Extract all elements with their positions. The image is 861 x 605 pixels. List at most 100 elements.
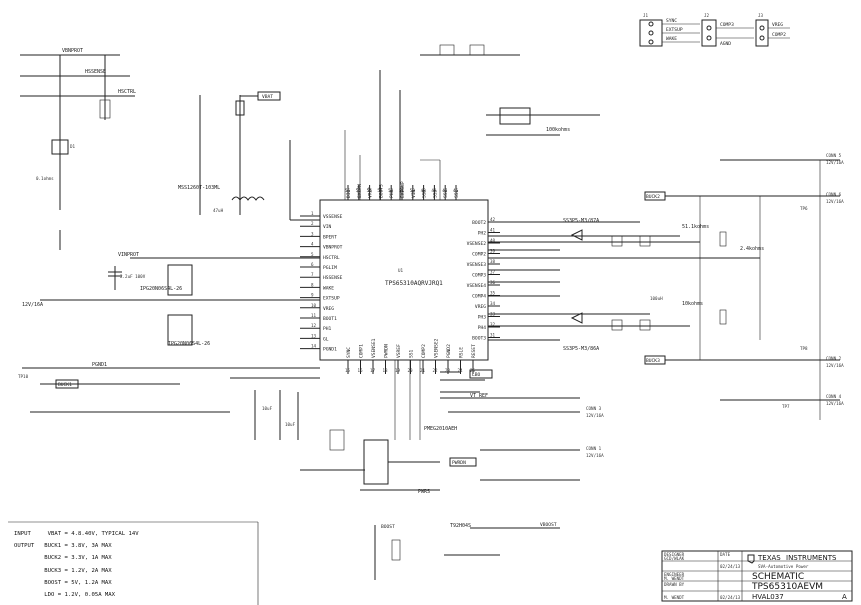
tp7-label: TP7 [782,404,790,409]
ic-pin-left-label: HSSENSE [323,275,343,281]
ic-pin-top-number: 54 [367,188,373,193]
ic-refdes: U1 [398,268,404,273]
ic-pin-right-label: COMP2 [472,252,486,258]
ic-pin-left-label: PGND1 [323,347,337,353]
ic-pin-bottom-label: PGND2 [446,344,452,358]
input-section: VBNPROT HSSENSE HSCTRL D1 0.1ohms VINPRO… [18,48,320,413]
net-hsctrl-top: HSCTRL [118,89,136,95]
r-51k-val: 51.1kohms [682,224,709,230]
d-buck-part: SS3P5-M3/87A [563,218,599,224]
top-inductor-box [499,107,531,125]
ic-pin-left-number: 9 [311,293,314,298]
ic-pin-left-number: 4 [311,242,314,247]
net-pwrs: PWRS [418,489,430,495]
net-buck1-flag [55,379,79,389]
ic-u1-body [319,199,489,361]
conn1-label: CONN 1 [586,446,602,451]
tb-engineer-lbl: ENGINEER [664,572,685,577]
ic-pin-top-number: 56 [345,188,351,193]
conn3-label: CONN 3 [586,406,602,411]
mosfet-b-part: IPG20N06S4L-26 [140,286,182,292]
ti-logo-icon [747,554,755,564]
ic-pin-left-number: 14 [311,344,317,349]
jumper-j3 [755,19,769,47]
notes-ldo: LDO = 1.2V, 0.05A MAX [14,592,116,599]
pmeg-part: PMEG2010AEH [424,426,457,432]
jumper-block: J1 J2 J3 SYNC EXTSUP WAKE COMP3 AGND VRE… [639,13,790,47]
tb-company-a: TEXAS [757,554,781,562]
tb-drawn: M. WENDT [664,595,685,600]
notes-boost: BOOST = 5V, 1.2A MAX [14,579,112,586]
ic-pin-bottom-label: RESET [471,344,477,358]
l-main-val: 47uH [213,208,224,213]
ic-pin-right-label: COMP4 [472,294,486,300]
ic-pin-left-label: EXTSUP [323,296,340,302]
notes-input: INPUT VBAT = 4.8.40V, TYPICAL 14V [14,531,139,537]
xfmr-part: T92H04S [450,523,471,529]
jumper-label-sync: SYNC [666,18,677,24]
ic-pin-bottom-label: VSENSE1 [371,338,377,358]
compensation-network: 10uF 10uF PMEG2010AEH PWRS PWRDN BOOST T… [230,377,560,580]
ic-pin-left-label: PH1 [323,326,332,332]
conn5-label: CONN 5 [826,153,842,158]
d-schottky [363,439,389,485]
ic-pin-right-label: VSENSE4 [467,283,487,289]
tp8-label: TP8 [800,346,808,351]
ic-pin-top-label: VIN [411,189,417,198]
ic-part-number: TPS65310AQRVJRQ1 [385,280,443,287]
ic-pin-right-label: VSENSE2 [467,241,487,247]
tb-sub: SVA-Automotive Power [758,564,809,569]
ic-pin-left-number: 7 [311,272,314,277]
ic-pin-left-label: WAKE [323,285,334,291]
conn4-label: CONN 4 [826,394,842,399]
conn6-label: CONN 6 [826,192,842,197]
ic-pin-bottom-label: PWRDN [384,344,390,358]
conn5-val: 12V/16A [826,160,844,165]
l3-val: 100uH [650,296,663,301]
tb-drawn-lbl: DRAWN BY [664,582,685,587]
title-block-frame [661,550,853,602]
tp10-label: TP10 [18,374,29,379]
ic-pin-left-number: 1 [311,211,314,216]
ic-pin-top-number: 49 [421,188,427,193]
ic-pin-right-label: VSENSE3 [467,262,487,268]
ic-pin-bottom-number: 15 [345,368,351,373]
ic-pin-right-label: VREG [475,304,486,310]
jumper-label-comp2: COMP2 [772,32,786,38]
tb-designer-lbl: DESIGNER [664,552,685,557]
ic-pin-left-number: 2 [311,221,314,226]
ic-pin-bottom-number: 21 [420,368,426,373]
ic-pin-right-label: PH3 [478,315,487,321]
ic-pin-bottom-number: 19 [395,368,401,373]
tb-company-b: INSTRUMENTS [786,554,837,562]
conn6-val: 12V/16A [826,199,844,204]
conn1-val: 12V/16A [586,453,604,458]
tp6-label: TP6 [800,206,808,211]
ic-pin-bottom-label: RSLE [459,347,465,358]
ic-pin-bottom-number: 16 [358,368,364,373]
ic-pin-right-number: 41 [490,228,496,233]
ic-pin-top-number: 52 [388,188,394,193]
d1-ref: D1 [70,144,76,149]
ic-left-pins: VSSENSE1VIN2BPERT3VBNPROT4HSCTRL5PGLIM6H… [300,211,343,353]
ic-pin-top-label: EXTSUP [400,181,406,198]
ic-pin-right-number: 35 [490,291,496,296]
ic-pin-left-number: 10 [311,303,317,308]
ic-pin-right-label: BOOT2 [472,220,486,226]
ic-pin-right-number: 32 [490,322,496,327]
buck1-power-stage: VBAT 47uH [199,91,320,221]
ic-pin-right-number: 31 [490,333,496,338]
net-pwrdn-flag [449,457,477,467]
ic-pin-left-number: 12 [311,323,317,328]
net-pgnd1: PGND1 [92,362,107,368]
ic-pin-right-number: 34 [490,301,496,306]
ic-pin-bottom-label: SS1 [409,349,415,358]
ic-pin-bottom-number: 17 [370,368,376,373]
ic-pin-bottom-label: SYNC [346,347,352,358]
net-lbo-flag [469,369,493,379]
ic-pin-left-label: BOOT1 [323,316,337,322]
ic-bottom-pins: SYNC15COMP116VSENSE117PWRDN18VSREF19SS12… [345,338,477,374]
mosfet-c [167,314,193,346]
mosfet-a-part: MSS1260T-103ML [178,185,220,191]
